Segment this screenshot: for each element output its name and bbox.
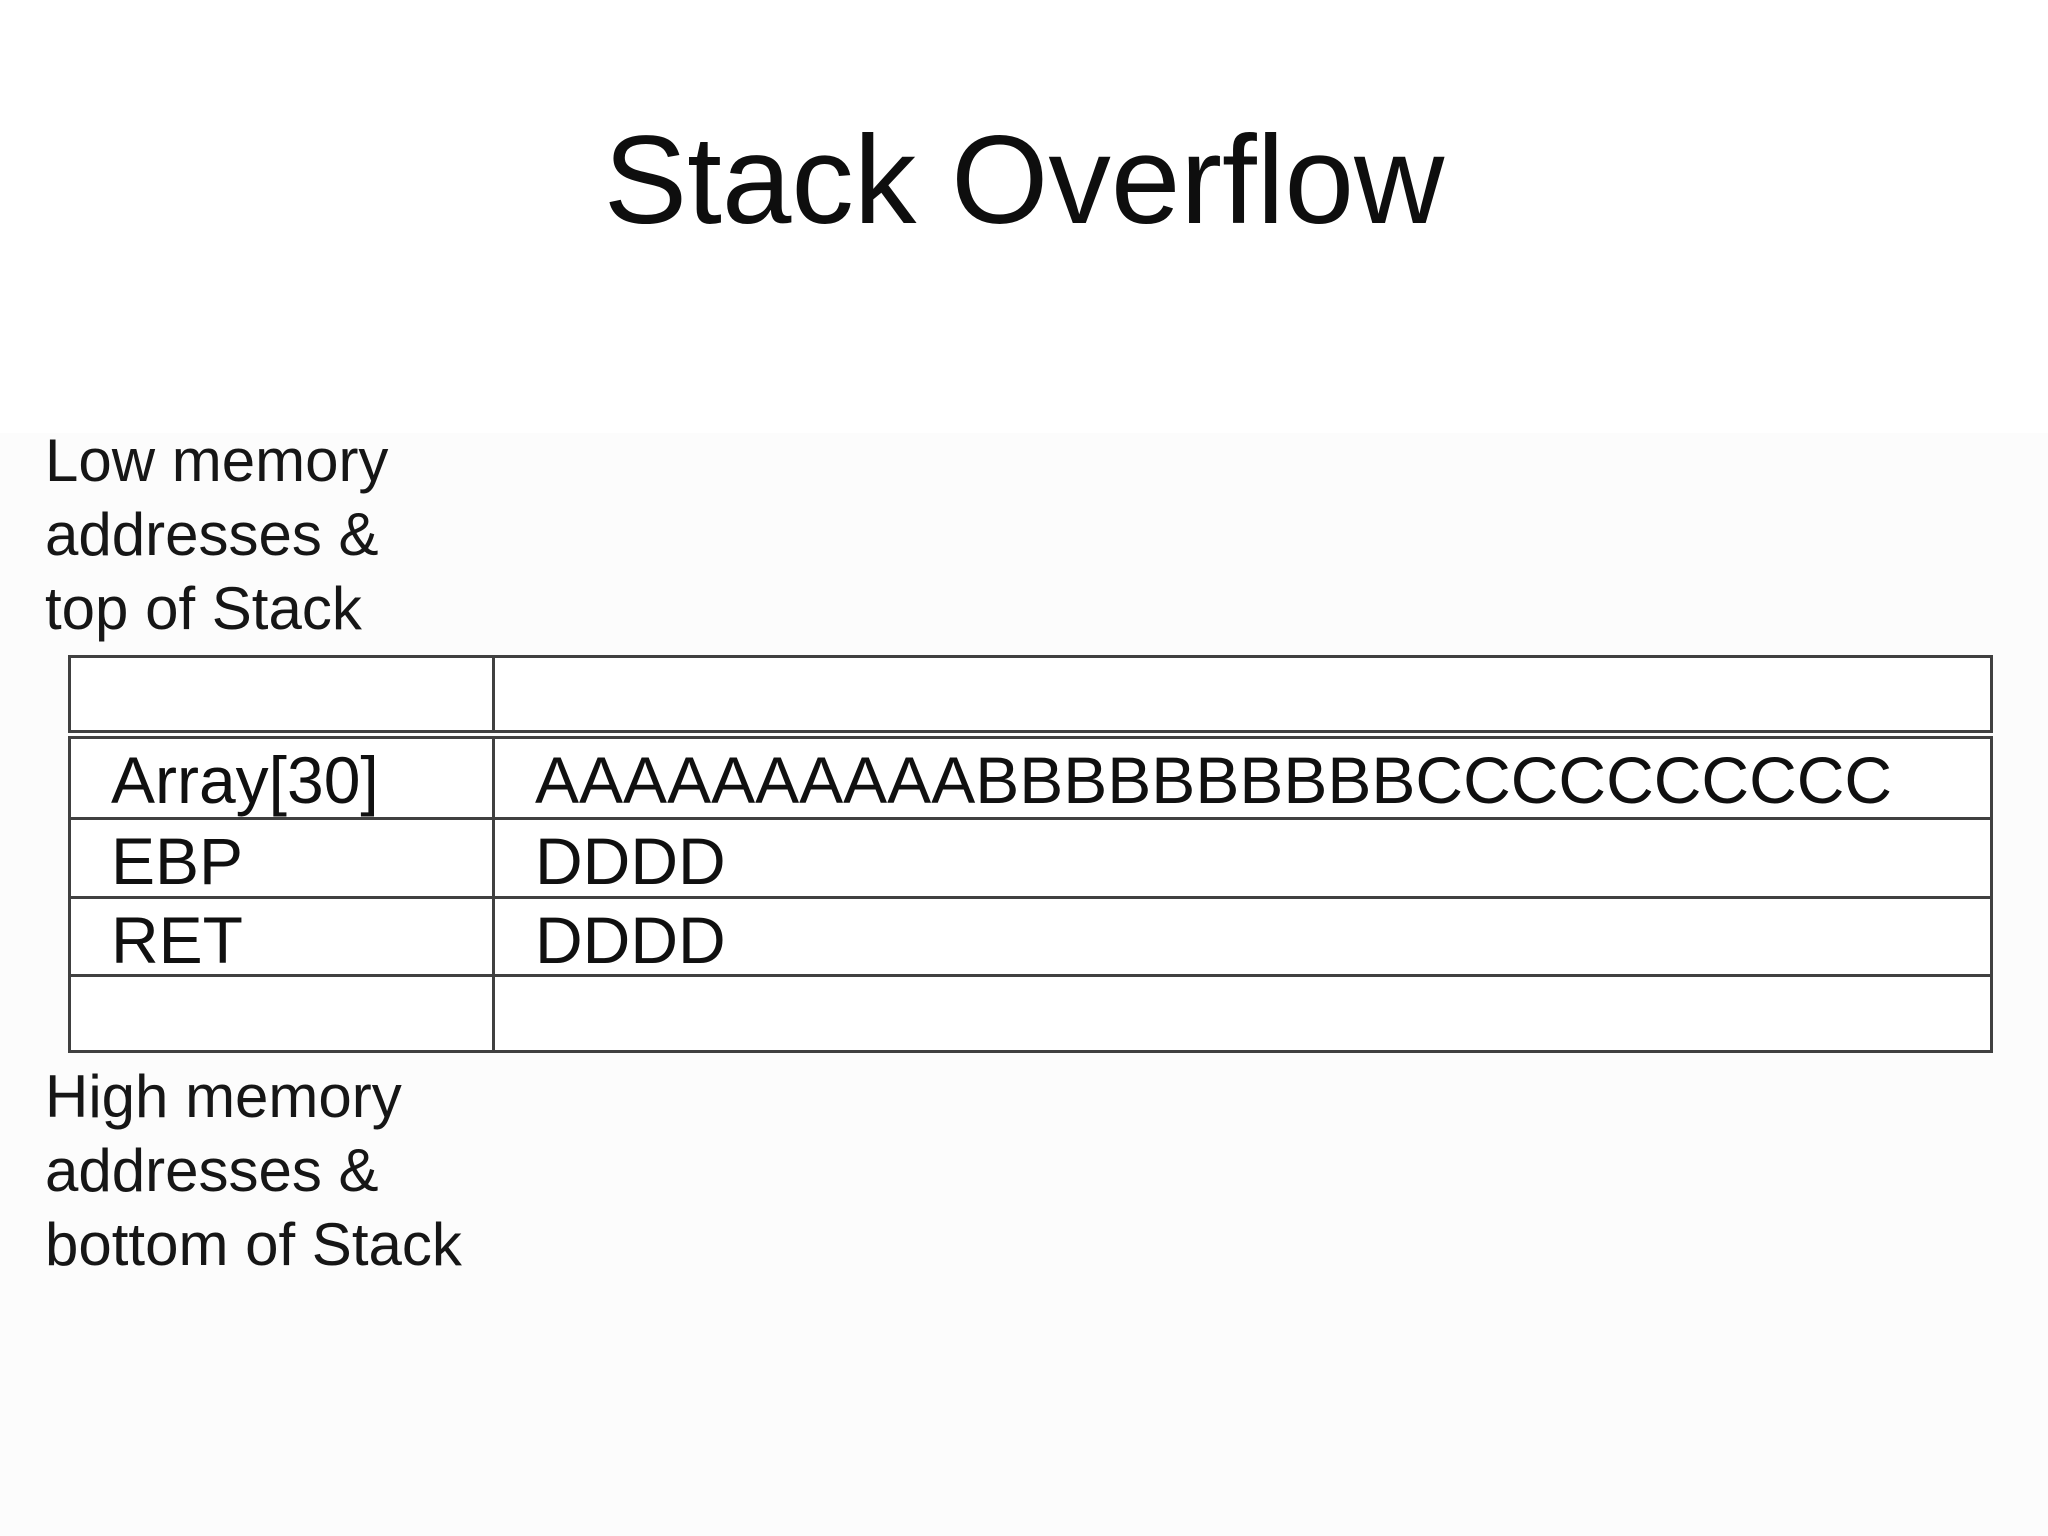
stack-slot-name-cell: EBP [68, 817, 495, 899]
stack-slot-value-cell [492, 974, 1993, 1053]
stack-slot-value-cell: DDDD [492, 896, 1993, 977]
table-row: Array[30] AAAAAAAAAABBBBBBBBBBCCCCCCCCCC [68, 736, 1993, 820]
slide-title: Stack Overflow [603, 111, 1445, 250]
table-row [68, 974, 1993, 1053]
stack-slot-value-cell: AAAAAAAAAABBBBBBBBBBCCCCCCCCCC [492, 736, 1993, 820]
stack-slot-value-cell [492, 655, 1993, 733]
stack-slot-name-cell [68, 974, 495, 1053]
stack-table-upper [68, 655, 1993, 733]
low-memory-label: Low memory addresses & top of Stack [45, 427, 389, 642]
stack-slot-value-cell: DDDD [492, 817, 1993, 899]
table-row [68, 655, 1993, 733]
stack-table-lower: Array[30] AAAAAAAAAABBBBBBBBBBCCCCCCCCCC… [68, 736, 1993, 1053]
stack-slot-name-cell: RET [68, 896, 495, 977]
stack-slot-name-cell: Array[30] [68, 736, 495, 820]
stack-slot-name-cell [68, 655, 495, 733]
table-row: EBP DDDD [68, 817, 1993, 899]
high-memory-label: High memory addresses & bottom of Stack [45, 1063, 462, 1278]
table-row: RET DDDD [68, 896, 1993, 977]
stack-memory-table: Array[30] AAAAAAAAAABBBBBBBBBBCCCCCCCCCC… [68, 655, 1993, 1053]
